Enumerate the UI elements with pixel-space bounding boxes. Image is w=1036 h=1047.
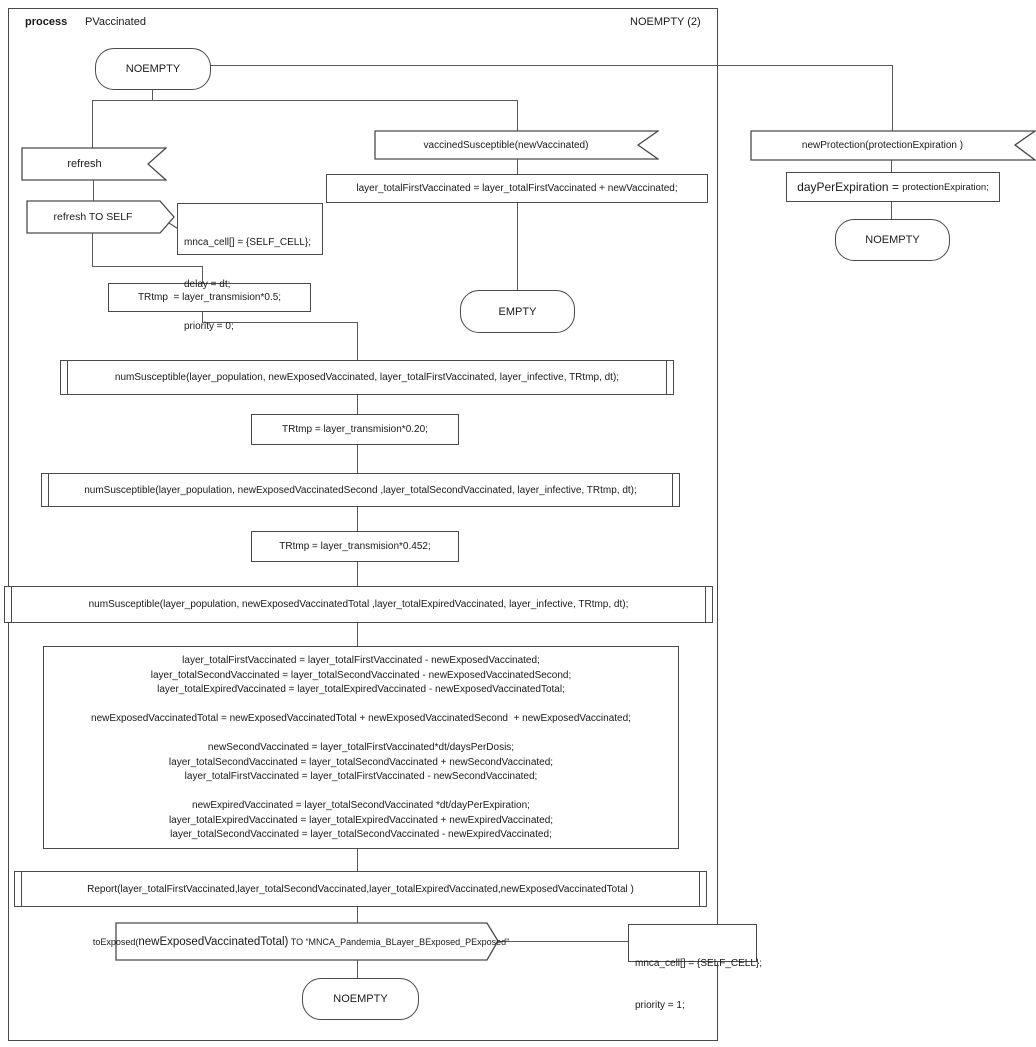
process-box-first-vaccinated[interactable]: layer_totalFirstVaccinated = layer_total… [326,174,708,203]
connector [891,160,892,173]
process-box-text: TRtmp = layer_transmision*0.5; [137,292,282,303]
connector [202,310,203,323]
connector [92,266,203,267]
code-line: layer_totalSecondVaccinated = layer_tota… [150,669,572,681]
connector [357,322,358,361]
code-line [44,785,678,800]
code-line: layer_totalFirstVaccinated = layer_total… [184,771,538,782]
code-line: layer_totalFirstVaccinated = layer_total… [182,655,540,666]
subroutine-num-susceptible-3[interactable]: numSusceptible(layer_population, newExpo… [4,586,713,623]
connector [93,179,94,201]
code-line: newExposedVaccinatedTotal = newExposedVa… [91,713,631,724]
state-noempty-bottom[interactable]: NOEMPTY [302,978,419,1020]
process-box-trtmp-05[interactable]: TRtmp = layer_transmision*0.5; [108,283,311,312]
connector [357,905,358,924]
code-line [44,727,678,742]
receive-vaccined-susceptible-shape[interactable] [374,130,659,160]
code-line: newSecondVaccinated = layer_totalFirstVa… [207,742,515,753]
code-line [44,698,678,713]
process-keyword-label: process [25,16,68,28]
connector [357,505,358,532]
process-box-text: protectionExpiration; [902,181,989,193]
state-label: EMPTY [498,305,537,318]
connector [357,393,358,415]
note-line: priority = 0; [184,321,234,332]
subroutine-text: numSusceptible(layer_population, newExpo… [88,599,629,610]
process-box-text: layer_totalFirstVaccinated = layer_total… [356,183,678,194]
process-box-day-per-expiration[interactable]: dayPerExpiration = protectionExpiration; [786,172,1000,202]
subroutine-num-susceptible-2[interactable]: numSusceptible(layer_population, newExpo… [41,473,680,507]
code-line: layer_totalSecondVaccinated = layer_tota… [170,829,552,840]
receive-refresh-shape[interactable] [21,147,167,181]
state-label: NOEMPTY [333,993,388,1005]
send-refresh-to-self-shape[interactable] [26,200,176,234]
state-empty[interactable]: EMPTY [460,290,575,333]
process-box-trtmp-0452[interactable]: TRtmp = layer_transmision*0.452; [251,531,459,562]
connector [92,100,93,148]
connector [517,201,518,291]
note-refresh-params[interactable]: mnca_cell[] = {SELF_CELL}; delay = dt; p… [177,203,323,332]
subroutine-text: Report(layer_totalFirstVaccinated,layer_… [87,883,634,895]
connector [357,560,358,587]
process-box-trtmp-020[interactable]: TRtmp = layer_transmision*0.20; [251,414,459,445]
connector [357,621,358,647]
connector [357,960,358,979]
connector [498,941,628,942]
note-to-exposed-params[interactable]: mnca_cell[] = {SELF_CELL}; priority = 1; [628,924,762,1011]
note-line: mnca_cell[] = {SELF_CELL}; [184,237,312,248]
connector [357,443,358,474]
note-line: delay = dt; [184,279,231,290]
connector [892,65,893,131]
connector [92,100,518,101]
subroutine-text: numSusceptible(layer_population, newExpo… [114,372,620,383]
code-line: layer_totalExpiredVaccinated = layer_tot… [157,684,565,695]
process-box-text: TRtmp = layer_transmision*0.20; [282,424,428,435]
connector [92,232,93,267]
process-box-text: TRtmp = layer_transmision*0.452; [279,541,431,552]
send-to-exposed-shape[interactable] [115,922,500,961]
process-box-vaccination-updates[interactable]: layer_totalFirstVaccinated = layer_total… [43,646,679,849]
code-line: newExpiredVaccinated = layer_totalSecond… [192,800,530,811]
process-name-label: PVaccinated [85,16,146,28]
connector [517,158,518,175]
note-line: priority = 1; [635,1000,685,1011]
subroutine-num-susceptible-1[interactable]: numSusceptible(layer_population, newExpo… [60,360,674,395]
connector [202,322,358,323]
connector [891,200,892,220]
connector [209,65,893,66]
connector [202,266,203,284]
subroutine-report[interactable]: Report(layer_totalFirstVaccinated,layer_… [14,871,707,907]
subroutine-text: numSusceptible(layer_population, newExpo… [84,484,637,496]
state-label: NOEMPTY [125,63,181,75]
state-noempty-right[interactable]: NOEMPTY [835,219,950,261]
note-line: mnca_cell[] = {SELF_CELL}; [635,958,763,969]
process-box-text: dayPerExpiration = [797,180,903,194]
receive-new-protection-shape[interactable] [750,130,1036,161]
state-reference-label: NOEMPTY (2) [630,16,701,28]
state-noempty-top[interactable]: NOEMPTY [95,48,211,90]
connector [517,100,518,131]
code-line: layer_totalExpiredVaccinated = layer_tot… [168,814,554,826]
code-line: layer_totalSecondVaccinated = layer_tota… [168,756,554,768]
connector [357,847,358,871]
state-label: NOEMPTY [865,234,920,246]
connector [152,88,153,101]
process-frame [8,8,718,1041]
